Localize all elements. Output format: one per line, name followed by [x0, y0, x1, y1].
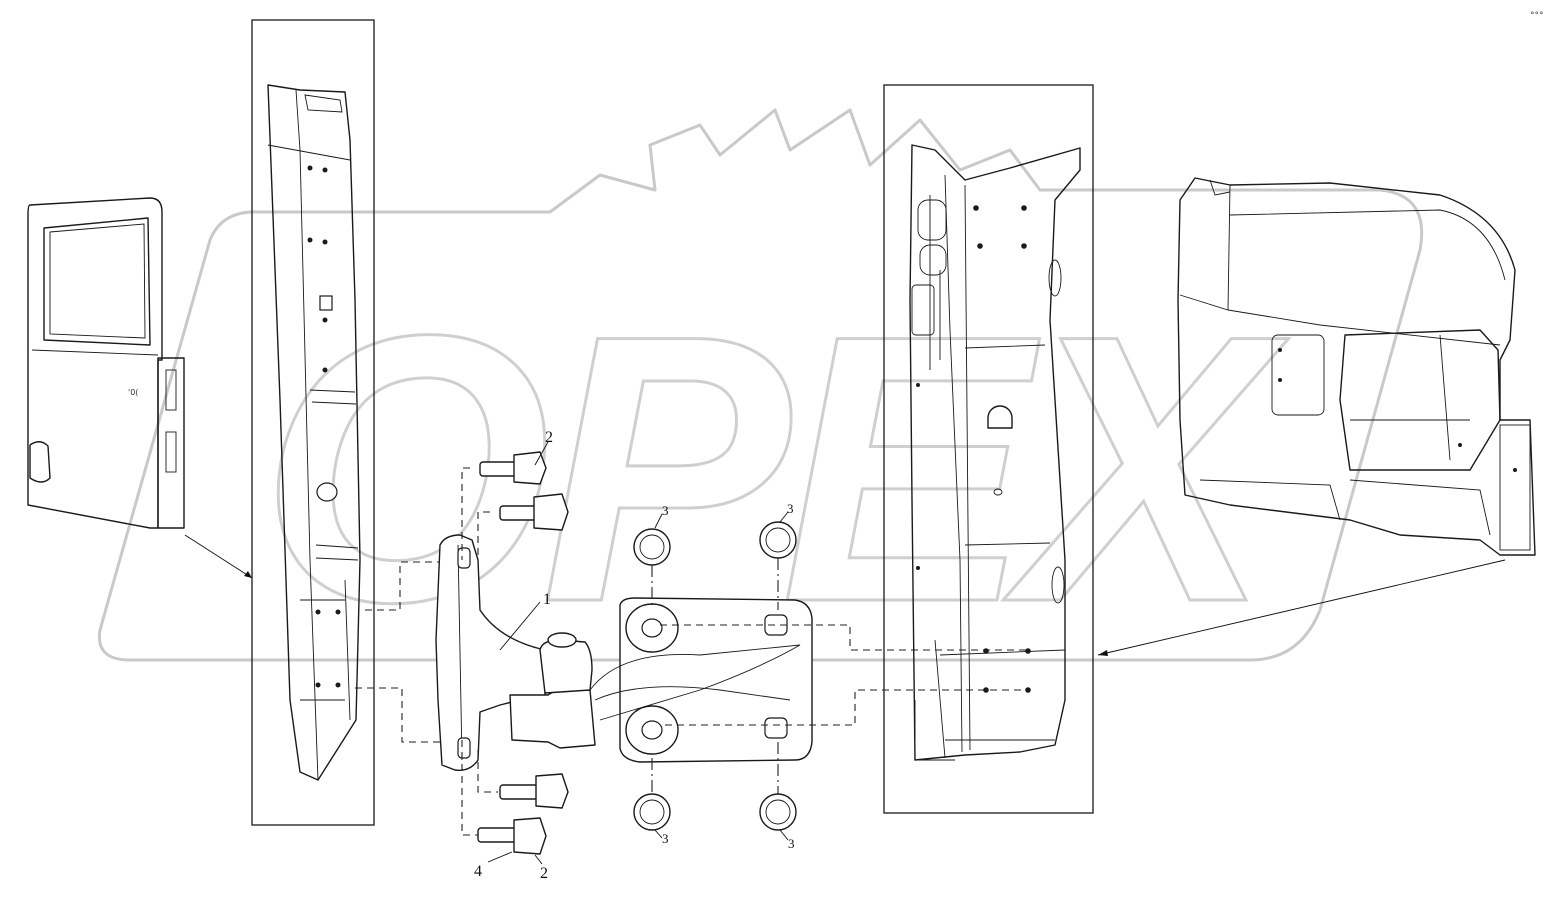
callout-3-bottom-left: 3 — [662, 831, 669, 846]
nut-bottom-left — [633, 793, 671, 831]
nut-top-right — [759, 521, 797, 559]
bolt-upper-2 — [499, 493, 569, 531]
svg-text:'0(: '0( — [128, 388, 138, 397]
callout-3-top-left: 3 — [662, 503, 669, 518]
nut-bottom-right — [759, 793, 797, 831]
cab-body — [1177, 177, 1536, 556]
nut-top-left — [633, 528, 671, 566]
detail-frame-cab-pillar — [883, 84, 1094, 814]
assembly-lines — [355, 467, 1030, 836]
door-pillar-section — [267, 84, 361, 781]
detail-frame-door-pillar — [251, 19, 375, 826]
hinge-bracket — [435, 534, 596, 771]
bolt-lower-2 — [477, 817, 547, 855]
callout-3-bottom-right: 3 — [788, 836, 795, 851]
callout-2-bottom: 2 — [540, 865, 548, 882]
door-panel: '0( — [27, 197, 185, 529]
cab-pillar-section — [909, 144, 1081, 761]
callout-2-top: 2 — [545, 429, 553, 446]
callouts: 1 2 3 3 3 3 4 2 — [474, 429, 795, 882]
corner-mark: °°° — [1530, 11, 1544, 21]
hinge-plate — [589, 597, 813, 763]
watermark: OPEX — [97, 108, 1424, 683]
bolt-lower-1 — [499, 773, 569, 809]
callout-1: 1 — [543, 591, 551, 608]
callout-4: 4 — [474, 863, 482, 880]
callout-3-top-right: 3 — [787, 501, 794, 516]
